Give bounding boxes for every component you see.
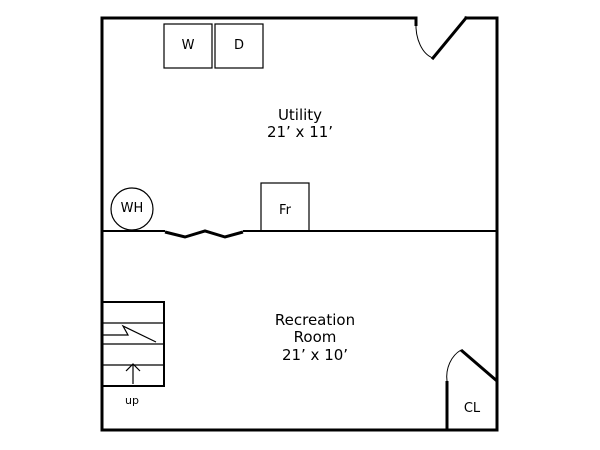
- recreation-room-dimensions: 21’ x 10’: [281, 345, 349, 364]
- utility-room-label: Utility 21’ x 11’: [266, 106, 334, 142]
- wall-corner-diagonal: [430, 15, 469, 61]
- closet-label: CL: [463, 401, 481, 416]
- furnace-outline: [260, 182, 310, 232]
- utility-room-dimensions: 21’ x 11’: [266, 123, 334, 142]
- water-heater-outline: [110, 187, 154, 231]
- recreation-room-name-line1: Recreation: [274, 311, 356, 329]
- dryer-outline: [214, 23, 264, 69]
- entry-door: [414, 18, 434, 59]
- interior-wall: [102, 229, 497, 239]
- closet-door-swing: [446, 349, 462, 382]
- furnace-label: Fr: [279, 203, 291, 218]
- entry-door-swing: [415, 21, 434, 59]
- recreation-room-label: Recreation Room 21’ x 10’: [274, 311, 356, 364]
- staircase: [101, 301, 165, 387]
- stairs-up-label: up: [125, 394, 139, 407]
- stair-break-line: [102, 324, 157, 343]
- closet: [445, 348, 498, 430]
- recreation-room-name-line2: Room: [293, 328, 337, 347]
- dryer-label: D: [233, 38, 245, 53]
- washer-label: W: [181, 38, 195, 53]
- exterior-walls: [100, 15, 499, 432]
- water-heater-label: WH: [120, 201, 144, 216]
- washer-outline: [163, 23, 213, 69]
- wall-break-mark: [164, 229, 244, 239]
- closet-door-leaf: [460, 348, 498, 383]
- utility-room-name: Utility: [277, 106, 323, 124]
- stair-arrow-head: [125, 363, 141, 372]
